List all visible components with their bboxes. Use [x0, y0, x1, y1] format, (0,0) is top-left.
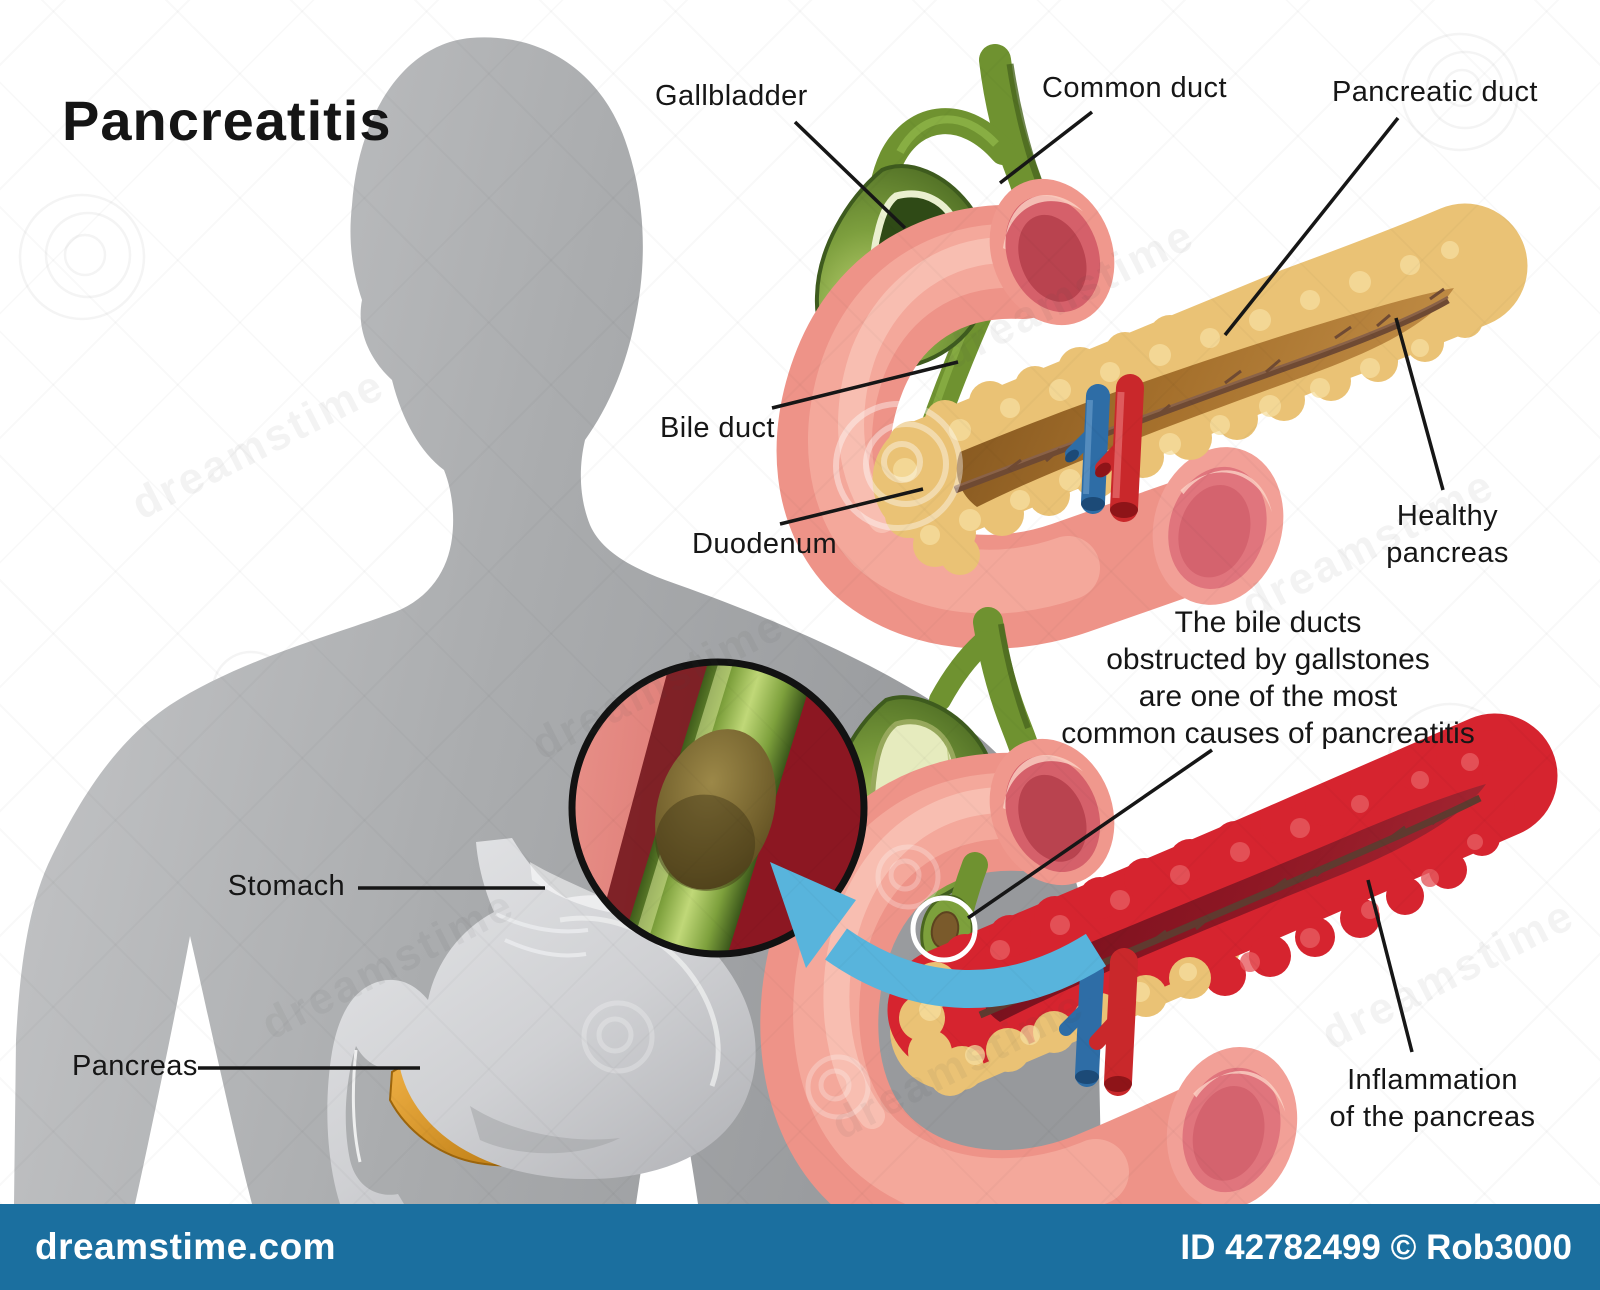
leader-common-duct	[998, 110, 1094, 185]
dreamstime-logo: dreamstime.com	[35, 1226, 337, 1267]
label-inflammation: Inflammation of the pancreas	[1310, 1062, 1555, 1136]
leader-gallbladder	[793, 120, 907, 230]
duodenum-shape	[776, 178, 1284, 649]
page-title: Pancreatitis	[62, 89, 392, 152]
label-common-duct: Common duct	[1042, 72, 1227, 104]
label-healthy-pancreas: Healthy pancreas	[1355, 498, 1540, 572]
caption-line: obstructed by gallstones	[1106, 643, 1430, 676]
label-gallbladder: Gallbladder	[655, 80, 808, 112]
caption-bile-ducts: The bile ducts obstructed by gallstones …	[1008, 604, 1528, 752]
label-pancreas: Pancreas	[72, 1050, 198, 1082]
zoom-arrow	[770, 862, 1107, 1008]
label-inflammation-line1: Inflammation	[1347, 1064, 1518, 1096]
label-duodenum: Duodenum	[692, 528, 838, 560]
leader-lines	[198, 110, 1445, 1070]
label-stomach: Stomach	[227, 870, 345, 902]
caption-line: The bile ducts	[1174, 606, 1362, 639]
footer-bar: dreamstime.com ID 42782499 © Rob3000	[0, 1204, 1600, 1290]
caption-line: are one of the most	[1138, 680, 1398, 713]
duodenum-diseased-shape	[760, 738, 1298, 1269]
inset-gallstone	[655, 729, 776, 890]
label-inflammation-line2: of the pancreas	[1329, 1101, 1536, 1133]
watermark-spirals-white	[581, 52, 1433, 1120]
leader-duodenum	[779, 487, 924, 526]
image-credit: ID 42782499 © Rob3000	[1180, 1228, 1572, 1267]
silhouette-arm-gap-left	[135, 936, 252, 1204]
blood-vessels-diseased	[1059, 948, 1138, 1096]
healthy-figure-illustration	[776, 44, 1528, 649]
leader-healthy-pancreas	[1394, 317, 1445, 491]
caption-line: common causes of pancreatitis	[1061, 717, 1475, 750]
leader-caption-to-stone	[967, 748, 1213, 920]
leader-pancreatic-duct	[1223, 116, 1400, 337]
label-bile-duct: Bile duct	[660, 412, 775, 444]
label-pancreatic-duct: Pancreatic duct	[1332, 76, 1538, 108]
label-healthy-pancreas-line2: pancreas	[1386, 537, 1509, 569]
leader-bile-duct	[771, 360, 959, 410]
dreamstime-spiral-icon	[191, 17, 201, 27]
label-healthy-pancreas-line1: Healthy	[1396, 500, 1499, 532]
blood-vessels	[1065, 374, 1144, 522]
leader-inflammation	[1366, 879, 1414, 1053]
obstruction-marker-circle	[910, 895, 978, 963]
inflamed-texture	[990, 753, 1483, 972]
